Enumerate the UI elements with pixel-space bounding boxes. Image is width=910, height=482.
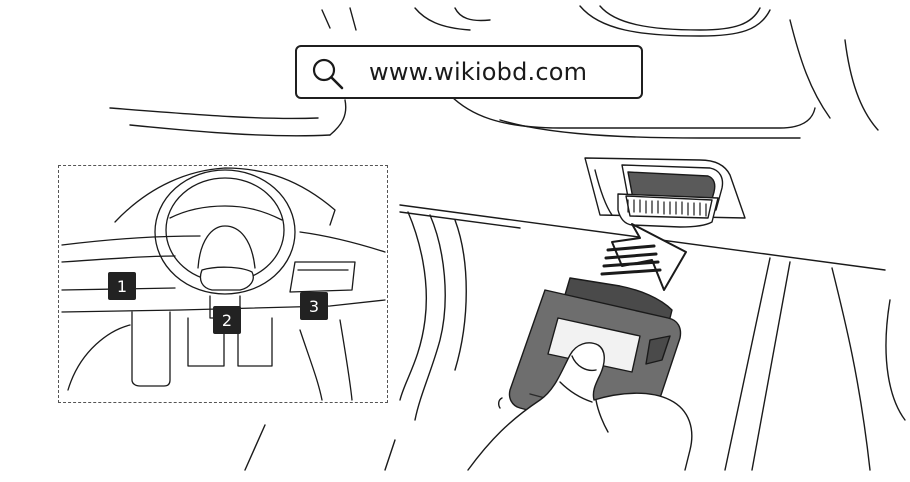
location-badge-2: 2 [213,306,241,334]
location-badge-3: 3 [300,292,328,320]
hand [467,342,693,471]
inset-location-diagram [58,165,388,403]
search-box[interactable]: www.wikiobd.com [295,45,643,99]
insert-arrow-icon [600,223,687,291]
location-badge-1: 1 [108,272,136,300]
obd-port [584,157,746,228]
search-icon [312,58,344,90]
search-url-text: www.wikiobd.com [369,58,588,86]
